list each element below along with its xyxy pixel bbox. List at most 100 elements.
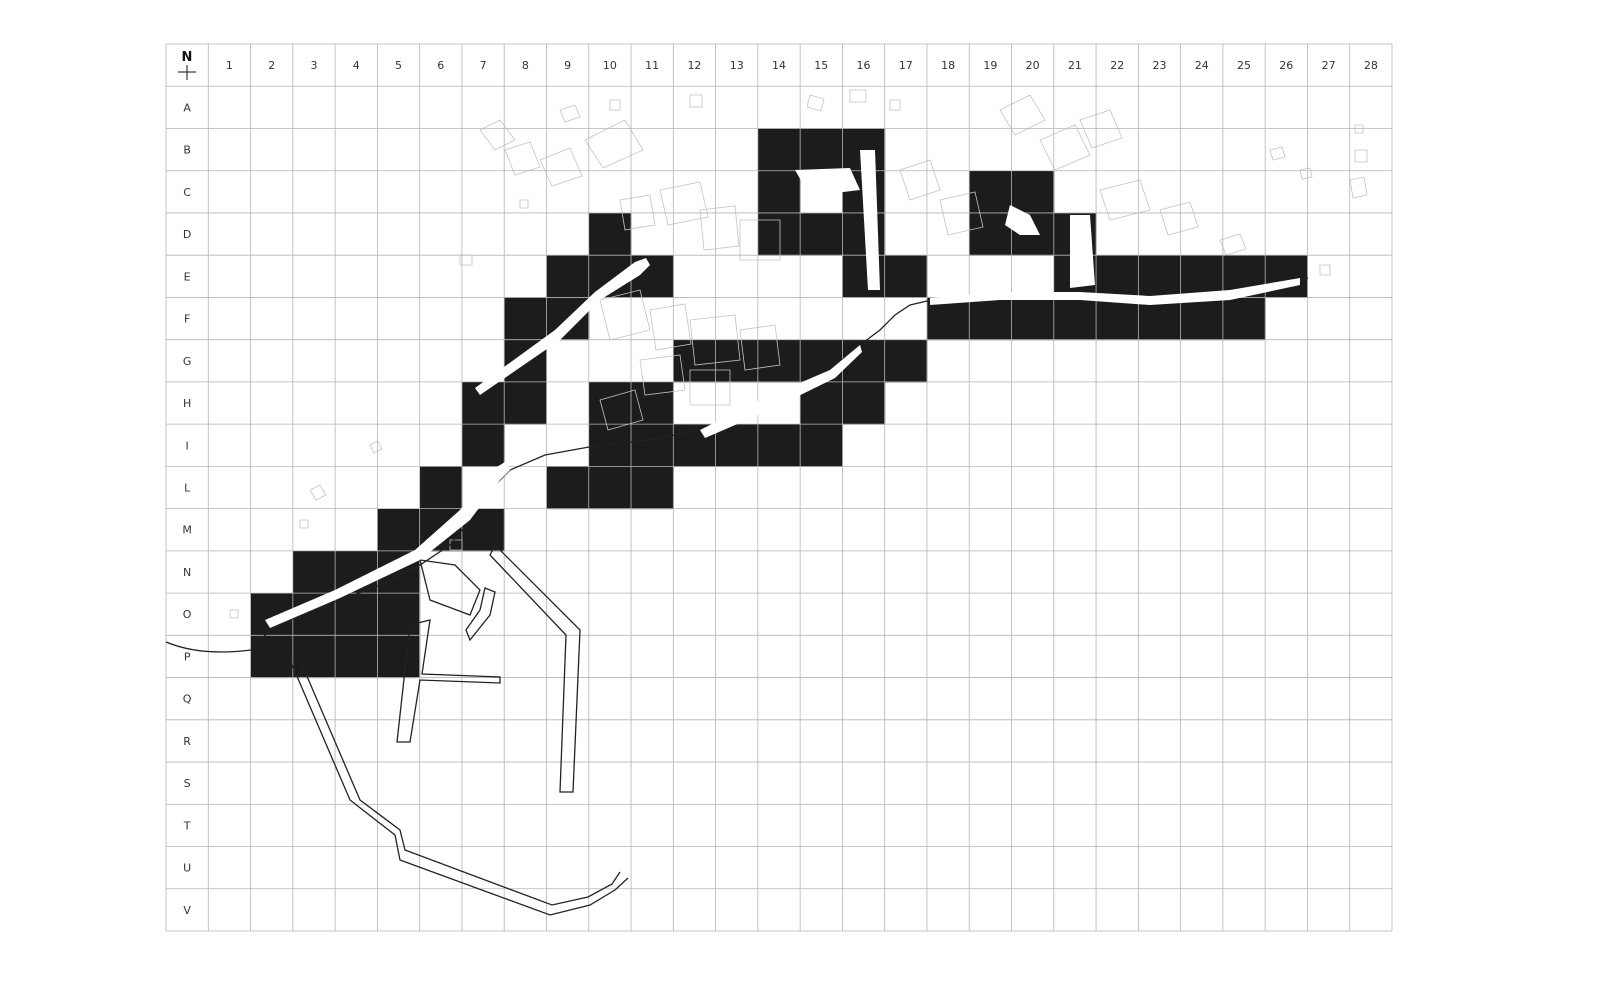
column-label: 19 [983,59,997,72]
cell-D10 [588,212,632,256]
row-label: F [184,313,190,326]
column-label: 11 [645,59,659,72]
row-label: O [183,608,192,621]
row-label: N [183,566,191,579]
cell-I13 [715,424,759,467]
cell-P4 [335,635,378,679]
cell-I7 [461,424,505,467]
cell-B14 [757,128,801,172]
row-label: B [183,144,191,157]
cell-E26 [1265,255,1308,298]
cell-O5 [377,593,421,636]
cell-P3 [292,635,336,679]
cell-L10 [588,466,632,510]
cell-F25 [1222,297,1266,341]
cell-E9 [546,255,590,298]
cell-H11 [631,381,674,425]
cell-H8 [504,381,547,425]
column-label: 17 [899,59,913,72]
row-label: C [183,186,191,199]
cell-E17 [884,255,928,298]
cell-H10 [588,381,632,425]
cell-E24 [1180,255,1224,298]
row-label: V [183,904,191,917]
column-label: 7 [480,59,487,72]
row-label: L [184,482,191,495]
cell-C19 [969,170,1013,214]
cell-P5 [377,635,421,679]
row-label: Q [183,693,192,706]
column-label: 10 [603,59,617,72]
cell-M5 [377,508,421,552]
cell-G13 [715,339,759,383]
cell-C14 [757,170,801,214]
column-label: 23 [1152,59,1166,72]
cell-F19 [969,297,1013,341]
row-label: S [184,777,191,790]
column-label: 1 [226,59,233,72]
cell-G17 [884,339,928,383]
cell-I15 [800,424,843,467]
cell-F20 [1011,297,1055,341]
urban-fabric [229,89,1368,619]
cell-P2 [250,635,294,679]
cell-E23 [1138,255,1182,298]
column-label: 4 [353,59,360,72]
cell-C20 [1011,170,1055,214]
column-label: 20 [1026,59,1040,72]
cell-F22 [1096,297,1139,341]
column-label: 5 [395,59,402,72]
cell-B15 [800,128,843,172]
column-label: 9 [564,59,571,72]
column-label: 18 [941,59,955,72]
row-labels: A B C D E F G H I L M N O P Q R S T U V [182,101,192,917]
cell-I11 [631,424,674,467]
column-label: 14 [772,59,786,72]
column-label: 26 [1279,59,1293,72]
column-label: 28 [1364,59,1378,72]
row-label: R [183,735,191,748]
cell-N3 [292,550,336,594]
cell-D16 [842,212,886,256]
column-label: 16 [857,59,871,72]
cell-H16 [842,381,886,425]
column-label: 15 [814,59,828,72]
cell-D19 [969,212,1013,256]
cell-L6 [419,466,463,510]
cell-O4 [335,593,378,636]
cell-D15 [800,212,843,256]
column-label: 25 [1237,59,1251,72]
north-arrow-icon: N [178,50,196,80]
column-label: 13 [730,59,744,72]
cell-L11 [631,466,674,510]
row-label: I [186,439,189,452]
row-label: P [184,650,191,663]
column-label: 22 [1110,59,1124,72]
row-label: E [184,270,191,283]
cell-E22 [1096,255,1139,298]
north-label: N [182,50,193,65]
column-label: 24 [1195,59,1209,72]
row-label: U [183,862,191,875]
row-label: H [183,397,191,410]
row-label: A [183,101,191,114]
column-label: 8 [522,59,529,72]
cell-F21 [1053,297,1097,341]
column-label: 21 [1068,59,1082,72]
row-label: D [183,228,191,241]
cell-F8 [504,297,547,341]
street-bands [265,150,1300,628]
cell-L9 [546,466,590,510]
column-label: 12 [687,59,701,72]
cell-I14 [757,424,801,467]
column-label: 27 [1322,59,1336,72]
column-label: 2 [268,59,275,72]
cell-D14 [757,212,801,256]
column-label: 6 [437,59,444,72]
row-label: M [182,524,192,537]
row-label: G [183,355,192,368]
column-label: 3 [310,59,317,72]
row-label: T [183,819,191,832]
